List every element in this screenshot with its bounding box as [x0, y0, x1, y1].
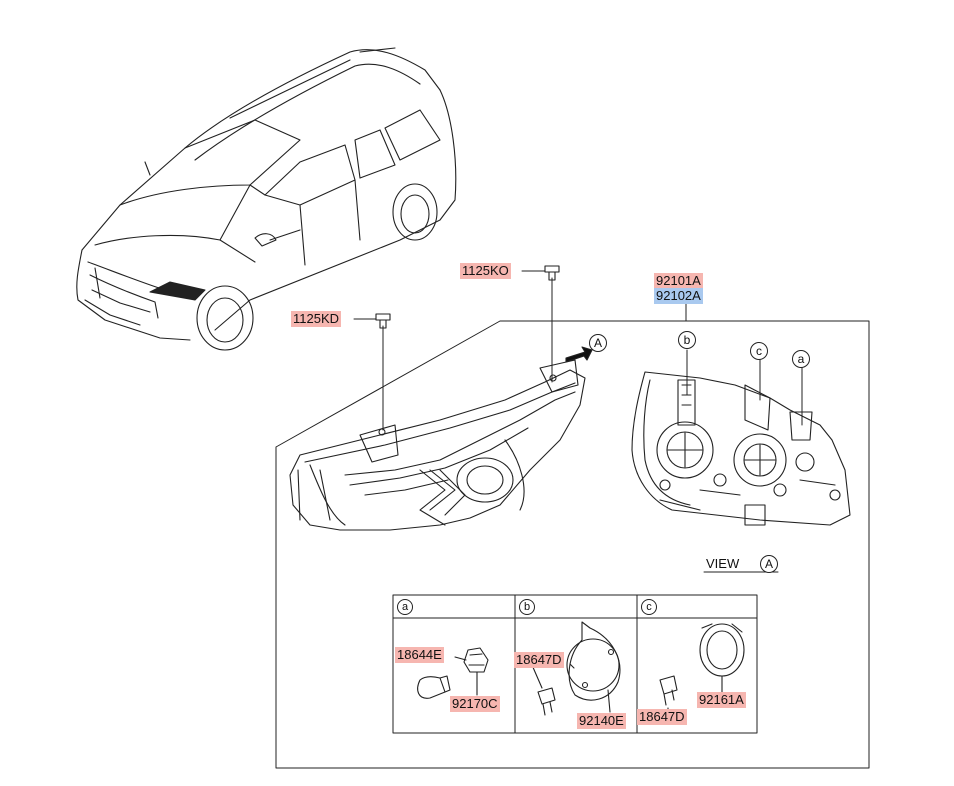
bulb-a-parts [417, 647, 489, 699]
callout-18644e[interactable]: 18644E [395, 647, 444, 663]
bulb-marker-leaders [686, 349, 803, 426]
view-label: VIEW [706, 556, 740, 571]
bulb-b-parts [531, 621, 621, 716]
callout-92101a[interactable]: 92101A [654, 273, 703, 289]
callout-92161a[interactable]: 92161A [697, 692, 746, 708]
callout-92102a[interactable]: 92102A [654, 288, 703, 304]
table-header-c: c [641, 599, 657, 615]
table-header-a: a [397, 599, 413, 615]
callout-1125kd[interactable]: 1125KD [291, 311, 342, 327]
headlamp-rear-view [631, 371, 851, 526]
bulb-marker-c: c [750, 342, 768, 360]
leader-lines [275, 270, 870, 769]
screw-icon [375, 265, 560, 329]
headlamp-assembly [289, 359, 586, 531]
bulb-table [392, 594, 758, 734]
vehicle-illustration [76, 47, 457, 351]
view-arrow-marker: A [589, 334, 607, 352]
callout-92170c[interactable]: 92170C [450, 696, 500, 712]
callout-92140e[interactable]: 92140E [577, 713, 626, 729]
table-header-b: b [519, 599, 535, 615]
bulb-marker-b: b [678, 331, 696, 349]
callout-1125ko[interactable]: 1125KO [460, 263, 511, 279]
callout-18647d-c[interactable]: 18647D [637, 709, 687, 725]
view-marker: A [760, 555, 778, 573]
callout-18647d-b[interactable]: 18647D [514, 652, 564, 668]
view-arrow-icon [565, 346, 593, 363]
bulb-marker-a: a [792, 350, 810, 368]
